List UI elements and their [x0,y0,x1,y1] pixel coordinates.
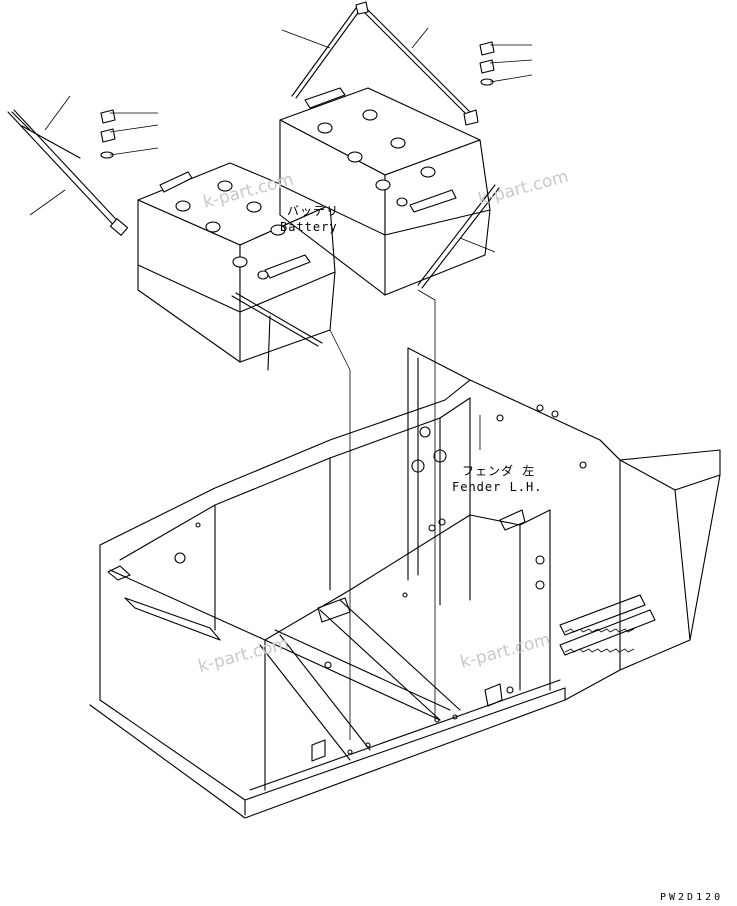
battery-label-en: Battery [280,220,338,234]
watermark-3: k-part.com [196,634,291,677]
watermark-2: k-part.com [476,167,571,210]
fender-lh [89,347,721,819]
battery-left [137,162,336,363]
battery-right [279,87,491,296]
battery-label-jp: バッテリ [287,204,339,218]
fender-label-en: Fender L.H. [452,480,542,494]
drawing-code: PW2D120 [660,892,723,903]
fender-label-jp: フェンダ 左 [462,463,535,478]
watermark-4: k-part.com [458,630,553,673]
hold-down-rods [7,1,533,740]
